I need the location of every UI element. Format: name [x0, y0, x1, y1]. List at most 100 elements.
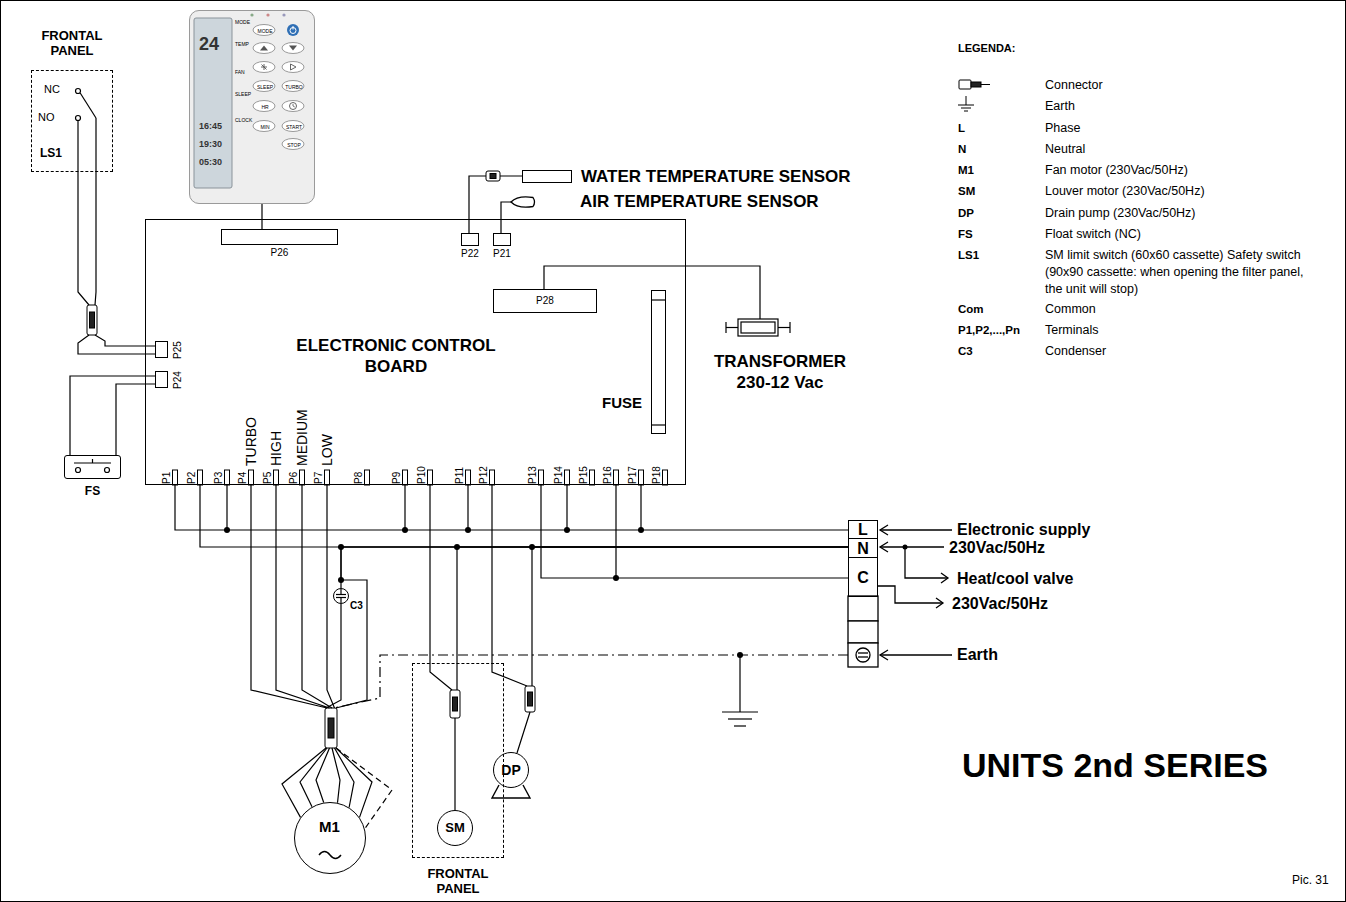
node-label: L: [858, 520, 868, 539]
board-terminal: [198, 470, 203, 485]
text-label: P18: [651, 466, 662, 484]
remote-button: [282, 62, 304, 73]
wire: [532, 547, 848, 686]
terminal-cell: N: [848, 538, 878, 558]
node-label: AIR TEMPERATURE SENSOR: [580, 192, 819, 212]
board-terminal: [663, 470, 668, 485]
wire: [544, 266, 760, 319]
node-label: P21: [487, 248, 517, 260]
pump-base: [492, 785, 530, 798]
wire: [492, 485, 530, 753]
remote-icon: [261, 64, 267, 70]
node-label: DP: [501, 762, 520, 779]
legend-sample: [959, 80, 971, 89]
earth-wire: [739, 655, 740, 712]
node-label: P25: [172, 341, 183, 359]
remote-label: CLOCK: [235, 117, 252, 124]
transformer-symbol: [726, 319, 790, 336]
node-label: FRONTAL PANEL: [27, 28, 117, 58]
node-label: P26: [222, 247, 337, 259]
fuse: FUSE: [651, 290, 666, 434]
text-label: P14: [553, 466, 564, 484]
wire-connector: [453, 697, 458, 711]
remote-label: MODE: [252, 27, 278, 35]
transformer: TRANSFORMER 230-12 Vac: [725, 317, 791, 337]
text-label: P9: [391, 472, 402, 484]
remote-label: TEMP: [235, 41, 249, 48]
text-label: NC: [44, 83, 60, 96]
wire: [70, 376, 155, 455]
node-label: P22: [455, 248, 485, 260]
remote-icon: [291, 64, 297, 70]
wire-connector: [87, 305, 97, 335]
text-label: FS: [958, 226, 973, 242]
remote-button: [282, 43, 304, 54]
text-label: Electronic supply: [957, 520, 1090, 539]
text-label: NO: [38, 111, 55, 124]
board-terminal: [539, 470, 544, 485]
float-switch-symbol: [92, 459, 93, 463]
supply-arrow: [878, 586, 943, 603]
wire-connector: [450, 690, 460, 718]
board-terminal: [466, 470, 471, 485]
text-label: 230Vac/50Hz: [949, 538, 1045, 557]
node-label: N: [857, 539, 869, 558]
text-label: P11: [454, 467, 465, 484]
wire-connector: [328, 718, 334, 738]
text-label: SM: [958, 183, 975, 199]
remote-button: [282, 101, 304, 112]
legend-text: Earth: [1045, 98, 1075, 114]
earth-wire: [336, 748, 392, 829]
sensor-bulb: [511, 197, 535, 207]
text-label: C3: [958, 343, 973, 359]
text-label: P8: [353, 472, 364, 484]
wire: [200, 485, 848, 547]
limit-switch: [95, 118, 96, 172]
terminal-cell: C: [848, 557, 878, 597]
legend-sample: [971, 82, 981, 87]
wire: [341, 547, 848, 588]
wire: [261, 204, 262, 229]
sensor-bulb: [510, 194, 536, 210]
board-connector: P24: [155, 371, 168, 388]
remote-label: STOP: [281, 141, 307, 149]
supply-arrow: [880, 650, 888, 660]
text-label: 230Vac/50Hz: [952, 594, 1048, 613]
remote-label: 16:45: [199, 121, 222, 132]
node-label: SM: [445, 820, 465, 836]
text-label: P6: [288, 472, 299, 484]
board-connector: P26: [221, 229, 338, 245]
legend-sample: [958, 80, 990, 111]
node-label: P28: [536, 295, 554, 307]
text-label: MEDIUM: [294, 409, 310, 466]
capacitor: C3: [333, 588, 349, 604]
legend-sample: [961, 108, 971, 109]
text-holder: L: [849, 521, 877, 538]
float-switch-symbol: [74, 459, 111, 473]
board-terminal: [325, 470, 330, 485]
node-label: WATER TEMPERATURE SENSOR: [581, 167, 851, 187]
board-terminal: [590, 470, 595, 485]
text-holder: P28: [494, 290, 596, 312]
board-terminal: [614, 470, 619, 485]
node-label: FRONTAL PANEL: [407, 866, 509, 896]
board-terminal: [300, 470, 305, 485]
float-switch-symbol: [105, 468, 110, 473]
text-label: Heat/cool valve: [957, 569, 1074, 588]
remote-body: [189, 10, 315, 204]
text-label: LS1: [40, 146, 62, 160]
remote-body: [250, 13, 253, 16]
legend-sample: [958, 105, 974, 106]
board-terminal: [490, 470, 495, 485]
text-label: HIGH: [268, 431, 284, 466]
remote-icon: [260, 46, 268, 51]
wire-connector: [87, 171, 535, 748]
text-label: Com: [958, 301, 984, 317]
text-label: P13: [527, 466, 538, 484]
text-holder: C: [849, 558, 877, 596]
remote-label: SLEEP: [235, 91, 251, 98]
board-terminal: [173, 470, 178, 485]
text-label: LOW: [319, 434, 335, 466]
transformer-symbol: [725, 322, 726, 333]
limit-switch: [76, 116, 81, 121]
